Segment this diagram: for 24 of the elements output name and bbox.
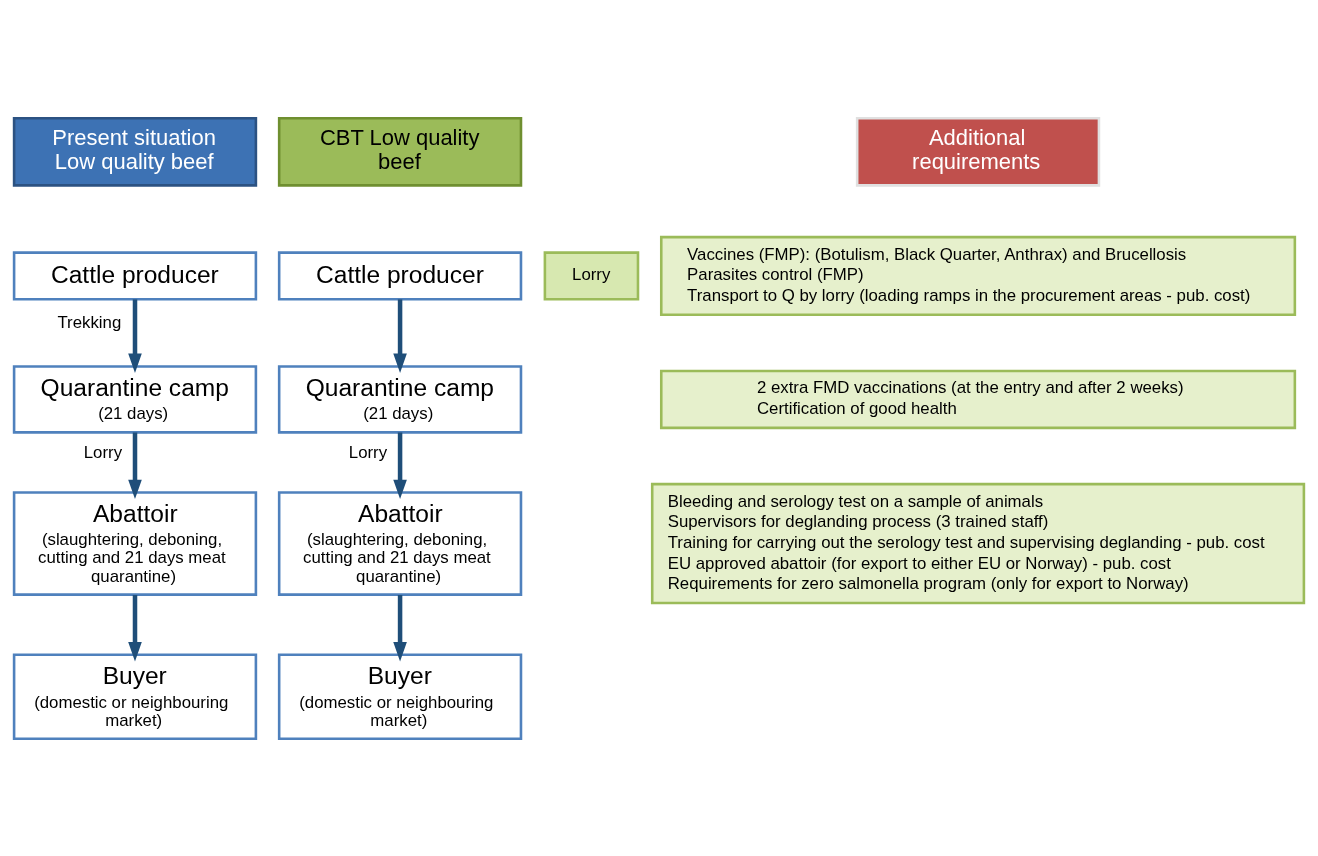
node-box: Lorry xyxy=(543,250,640,300)
arrow xyxy=(393,298,407,373)
node-box: Additional requirements xyxy=(855,116,1101,187)
edge-label: Trekking xyxy=(57,312,122,332)
node-box: Abattoir (slaughtering, deboning, cutting and 21 days meat quarantine) xyxy=(12,490,258,596)
node-box: Buyer (domestic or neighbouring market) xyxy=(12,653,258,740)
node-box: Vaccines (FMP): (Botulism, Black Quarter, Anthrax) and Brucellosis Parasites control (FMP) Transport to Q by lorry (loading ramps in the procurement areas - pub. cost) xyxy=(659,235,1297,316)
arrow xyxy=(128,298,142,373)
arrow xyxy=(393,594,407,661)
arrow xyxy=(128,431,142,499)
node-box: Quarantine camp (21 days) xyxy=(12,364,258,434)
arrow xyxy=(393,431,407,499)
node-box: Cattle producer xyxy=(277,250,523,300)
node-box: Present situation Low quality beef xyxy=(12,116,258,187)
node-box: Quarantine camp (21 days) xyxy=(277,364,523,434)
edge-label: Lorry xyxy=(348,442,388,462)
node-box: CBT Low quality beef xyxy=(277,116,523,187)
arrow xyxy=(128,594,142,661)
node-box: Abattoir (slaughtering, deboning, cutting and 21 days meat quarantine) xyxy=(277,490,523,596)
node-box: Buyer (domestic or neighbouring market) xyxy=(277,653,523,740)
node-box: 2 extra FMD vaccinations (at the entry and after 2 weeks) Certification of good health xyxy=(659,369,1297,429)
node-box: Bleeding and serology test on a sample of animals Supervisors for deglanding process (3 trained staff) Training for carrying out the serology test and supervising deglanding - pub. cost EU approved abattoir (for export to either EU or Norway) - pub. cost Requirements for zero salmonella program (only for export to Norway) xyxy=(650,482,1306,604)
edge-label: Lorry xyxy=(83,442,123,462)
node-box: Cattle producer xyxy=(12,250,258,300)
